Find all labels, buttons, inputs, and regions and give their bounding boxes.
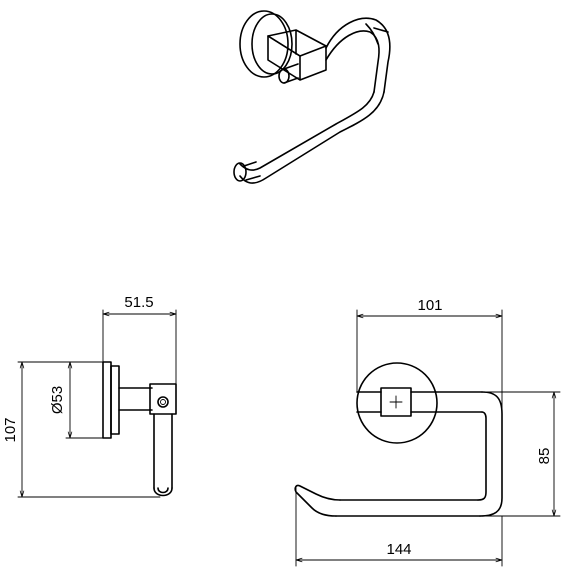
front-arm — [356, 391, 483, 413]
iso-rod-lower-inner — [239, 91, 375, 171]
front-block-cross — [389, 395, 403, 409]
side-rod-end — [153, 487, 173, 497]
side-rosette — [110, 365, 120, 435]
side-block — [149, 383, 177, 415]
side-width-label: 51.5 — [124, 294, 153, 311]
side-wall-plate — [102, 361, 112, 439]
iso-rosette-face — [251, 13, 293, 75]
front-rod-corner-outer — [479, 391, 503, 517]
front-rosette — [356, 362, 438, 444]
iso-block-top — [267, 35, 327, 57]
iso-pin — [283, 63, 299, 84]
iso-rod-end — [233, 162, 247, 182]
front-rod-corner-inner — [477, 411, 487, 501]
side-rod-tip — [157, 487, 169, 494]
side-rod — [153, 413, 173, 489]
front-view: 101 85 144 — [294, 297, 561, 567]
front-top-width-label: 101 — [417, 297, 442, 314]
side-block-hole — [157, 396, 169, 408]
front-block — [380, 387, 412, 417]
iso-rod-end-cap — [243, 161, 261, 181]
front-rod-bottom — [335, 499, 481, 517]
iso-rosette-disc — [239, 10, 289, 78]
iso-rod-lower — [239, 91, 385, 184]
front-bottom-width-label: 144 — [386, 541, 411, 558]
iso-pin-end — [278, 68, 290, 84]
iso-rod-upper-inner — [325, 30, 380, 93]
side-height-label: 107 — [2, 417, 19, 442]
side-arm — [118, 387, 153, 411]
side-view: 51.5 Ø53 107 — [2, 294, 177, 498]
front-rod-hook — [294, 484, 341, 517]
iso-rod-joint — [365, 23, 389, 45]
isometric-view — [233, 10, 391, 184]
side-diameter-label: Ø53 — [49, 386, 66, 414]
front-height-label: 85 — [536, 448, 553, 465]
iso-rod-upper — [325, 17, 391, 93]
side-block-hole-inner — [160, 399, 166, 405]
